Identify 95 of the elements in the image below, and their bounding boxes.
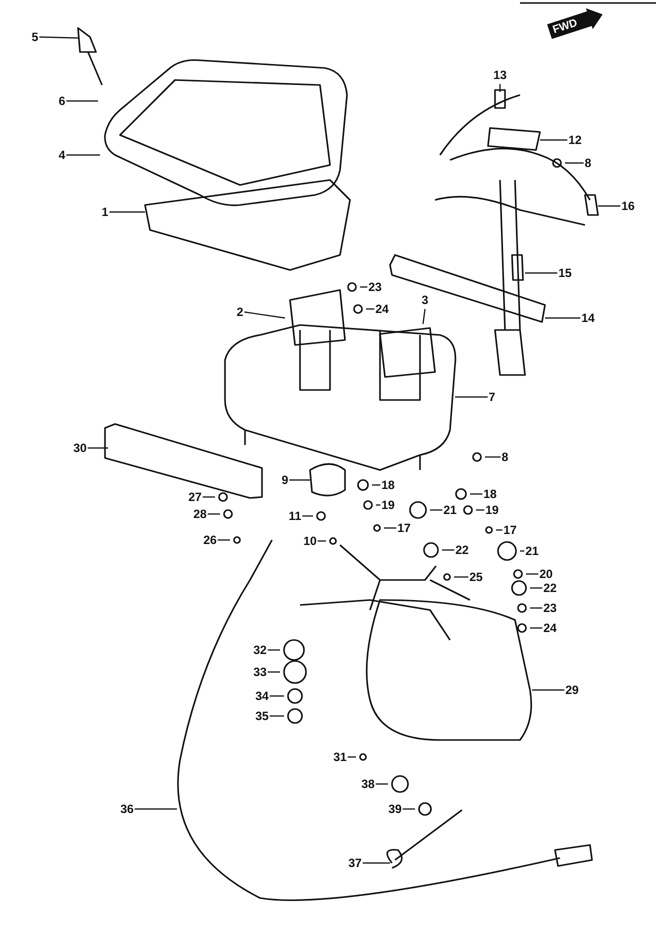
- leader-line: [545, 317, 580, 319]
- leader-line: [244, 311, 286, 319]
- callout-number: 21: [443, 502, 457, 518]
- callout-number: 25: [469, 569, 483, 585]
- callout-number: 21: [525, 543, 539, 559]
- callout-number: 26: [203, 532, 217, 548]
- callout-number: 22: [455, 542, 469, 558]
- callout-number: 7: [488, 389, 496, 405]
- leader-line: [455, 396, 488, 398]
- callout-number: 8: [584, 155, 592, 171]
- callout-number: 18: [381, 477, 395, 493]
- callout-number: 12: [568, 132, 582, 148]
- leader-line: [270, 715, 284, 717]
- leader-line: [39, 36, 78, 39]
- leader-line: [202, 496, 215, 498]
- callout-number: 29: [565, 682, 579, 698]
- callout-number: 8: [502, 449, 508, 465]
- leader-line: [348, 756, 356, 758]
- callout-number: 35: [255, 708, 269, 724]
- callout-number: 23: [368, 279, 382, 295]
- callout-number: 9: [282, 472, 288, 488]
- callout-number: 38: [361, 776, 375, 792]
- leader-line: [318, 540, 326, 542]
- callout-number: 1: [102, 204, 108, 220]
- leader-line: [565, 162, 584, 164]
- callout-number: 19: [381, 497, 395, 513]
- leader-line: [598, 205, 620, 207]
- callout-number: 27: [188, 489, 202, 505]
- leader-line: [530, 627, 542, 629]
- callout-number: 31: [333, 749, 347, 765]
- callout-number: 36: [120, 801, 134, 817]
- leader-line: [470, 493, 482, 495]
- leader-line: [525, 272, 558, 274]
- callout-number: 30: [73, 440, 87, 456]
- leader-line: [66, 100, 98, 102]
- leader-line: [270, 695, 284, 697]
- leader-line: [66, 154, 100, 156]
- leader-line: [520, 550, 524, 552]
- leader-line: [362, 862, 390, 864]
- leader-line: [532, 689, 564, 691]
- callout-number: 10: [303, 533, 317, 549]
- leader-line: [218, 539, 230, 541]
- callout-number: 17: [503, 522, 517, 538]
- leader-line: [268, 649, 280, 651]
- leader-line: [402, 808, 415, 810]
- leader-line: [88, 447, 108, 449]
- callout-number: 24: [375, 301, 389, 317]
- leader-line: [268, 671, 280, 673]
- leader-line: [442, 549, 454, 551]
- callout-number: 20: [539, 566, 553, 582]
- leader-line: [360, 286, 368, 288]
- leader-line: [376, 504, 380, 506]
- leader-line: [422, 308, 426, 324]
- leader-line: [526, 573, 538, 575]
- leader-line: [540, 139, 568, 141]
- callout-number: 39: [388, 801, 402, 817]
- leader-line: [109, 211, 145, 213]
- callout-number: 16: [621, 198, 635, 214]
- leader-line: [430, 509, 442, 511]
- callout-number: 33: [253, 664, 267, 680]
- callout-number: 2: [236, 304, 244, 320]
- leader-line: [496, 529, 502, 531]
- leader-line: [384, 527, 396, 529]
- leader-line: [454, 576, 468, 578]
- leader-line: [485, 456, 501, 458]
- callout-number: 17: [397, 520, 411, 536]
- callout-number: 13: [493, 67, 507, 83]
- callout-number: 14: [581, 310, 595, 326]
- callout-number: 19: [485, 502, 499, 518]
- leader-line: [476, 509, 484, 511]
- callout-number: 22: [543, 580, 557, 596]
- leader-line: [134, 808, 177, 810]
- leader-line: [530, 607, 542, 609]
- callout-number: 24: [543, 620, 557, 636]
- leader-line: [208, 513, 220, 515]
- callout-number: 15: [558, 265, 572, 281]
- leader-line: [372, 484, 380, 486]
- callout-number: 3: [422, 292, 428, 308]
- callout-number: 23: [543, 600, 557, 616]
- callout-number: 5: [32, 29, 38, 45]
- callout-number: 18: [483, 486, 497, 502]
- callout-number: 11: [288, 508, 302, 524]
- callout-number: 34: [255, 688, 269, 704]
- callout-number: 28: [193, 506, 207, 522]
- leader-line: [499, 84, 501, 92]
- leader-line: [530, 587, 542, 589]
- leader-line: [376, 783, 388, 785]
- callout-number: 37: [348, 855, 362, 871]
- leader-line: [289, 479, 310, 481]
- callout-number: 32: [253, 642, 267, 658]
- callout-number: 4: [58, 147, 66, 163]
- direction-label: FWD: [551, 16, 580, 38]
- leader-line: [302, 515, 313, 517]
- callout-number: 6: [58, 93, 66, 109]
- leader-line: [366, 308, 374, 310]
